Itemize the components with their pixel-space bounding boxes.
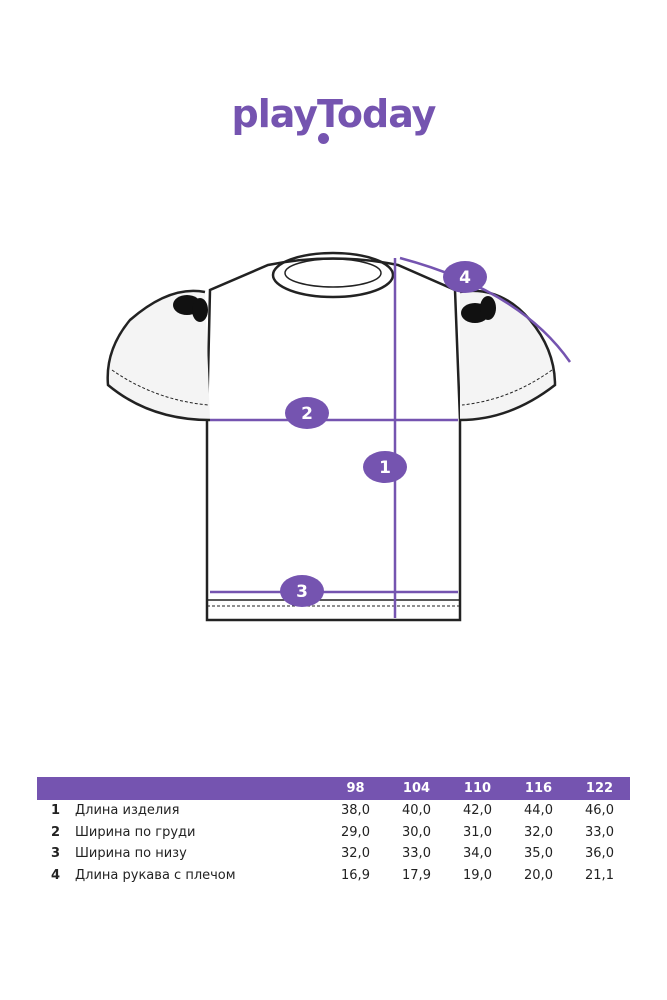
row-label: Ширина по груди [75,824,196,840]
table-cell: 33,0 [585,824,614,840]
table-cell: 40,0 [402,803,431,819]
svg-text:3: 3 [296,582,308,602]
table-cell: 34,0 [463,846,492,862]
tshirt-diagram: 1 2 3 4 [106,251,572,622]
row-number: 2 [51,824,61,840]
table-cell: 20,0 [524,867,553,883]
size-104: 104 [402,781,431,796]
table-cell: 17,9 [402,867,431,883]
table-cell: 35,0 [524,846,553,862]
row-label: Длина рукава с плечом [75,867,236,883]
svg-text:1: 1 [379,458,391,478]
row-number: 3 [51,846,61,862]
table-cell: 29,0 [341,824,370,840]
table-cell: 16,9 [341,867,370,883]
table-cell: 30,0 [402,824,431,840]
table-cell: 38,0 [341,803,370,819]
right-sleeve [459,289,557,422]
table-cell: 44,0 [524,803,553,819]
neckline [271,251,395,299]
table-cell: 33,0 [402,846,431,862]
bow-icons [173,295,496,323]
table-cell: 42,0 [463,803,492,819]
measure-marker-4: 4 [443,261,487,293]
table-cell: 21,1 [585,867,614,883]
logo-dot [318,133,329,144]
row-number: 4 [51,867,61,883]
table-cell: 32,0 [524,824,553,840]
table-cell: 19,0 [463,867,492,883]
table-row: 2 Ширина по груди 29,0 30,0 31,0 32,0 33,0 [37,822,630,844]
size-98: 98 [346,781,365,796]
measure-marker-3: 3 [280,575,324,607]
table-cell: 46,0 [585,803,614,819]
brand-logo: playToday [231,92,437,136]
table-row: 1 Длина изделия 38,0 40,0 42,0 44,0 46,0 [37,800,630,822]
size-116: 116 [524,781,553,796]
left-sleeve [106,289,211,422]
shirt-body [205,257,462,622]
table-cell: 32,0 [341,846,370,862]
table-cell: 36,0 [585,846,614,862]
table-row: 4 Длина рукава с плечом 16,9 17,9 19,0 20,0 21… [37,865,630,887]
size-122: 122 [585,781,614,796]
row-label: Длина изделия [75,803,180,819]
row-label: Ширина по низу [75,846,187,862]
row-number: 1 [51,803,61,819]
size-table: 98 104 110 116 122 1 Длина изделия 38,0 40,… [37,777,630,886]
measure-marker-2: 2 [285,397,329,429]
size-110: 110 [463,781,492,796]
svg-text:2: 2 [301,404,313,424]
table-cell: 31,0 [463,824,492,840]
table-row: 3 Ширина по низу 32,0 33,0 34,0 35,0 36,0 [37,843,630,865]
measure-marker-1: 1 [363,451,407,483]
svg-text:4: 4 [459,268,471,288]
size-header: 98 104 110 116 122 [37,777,630,800]
